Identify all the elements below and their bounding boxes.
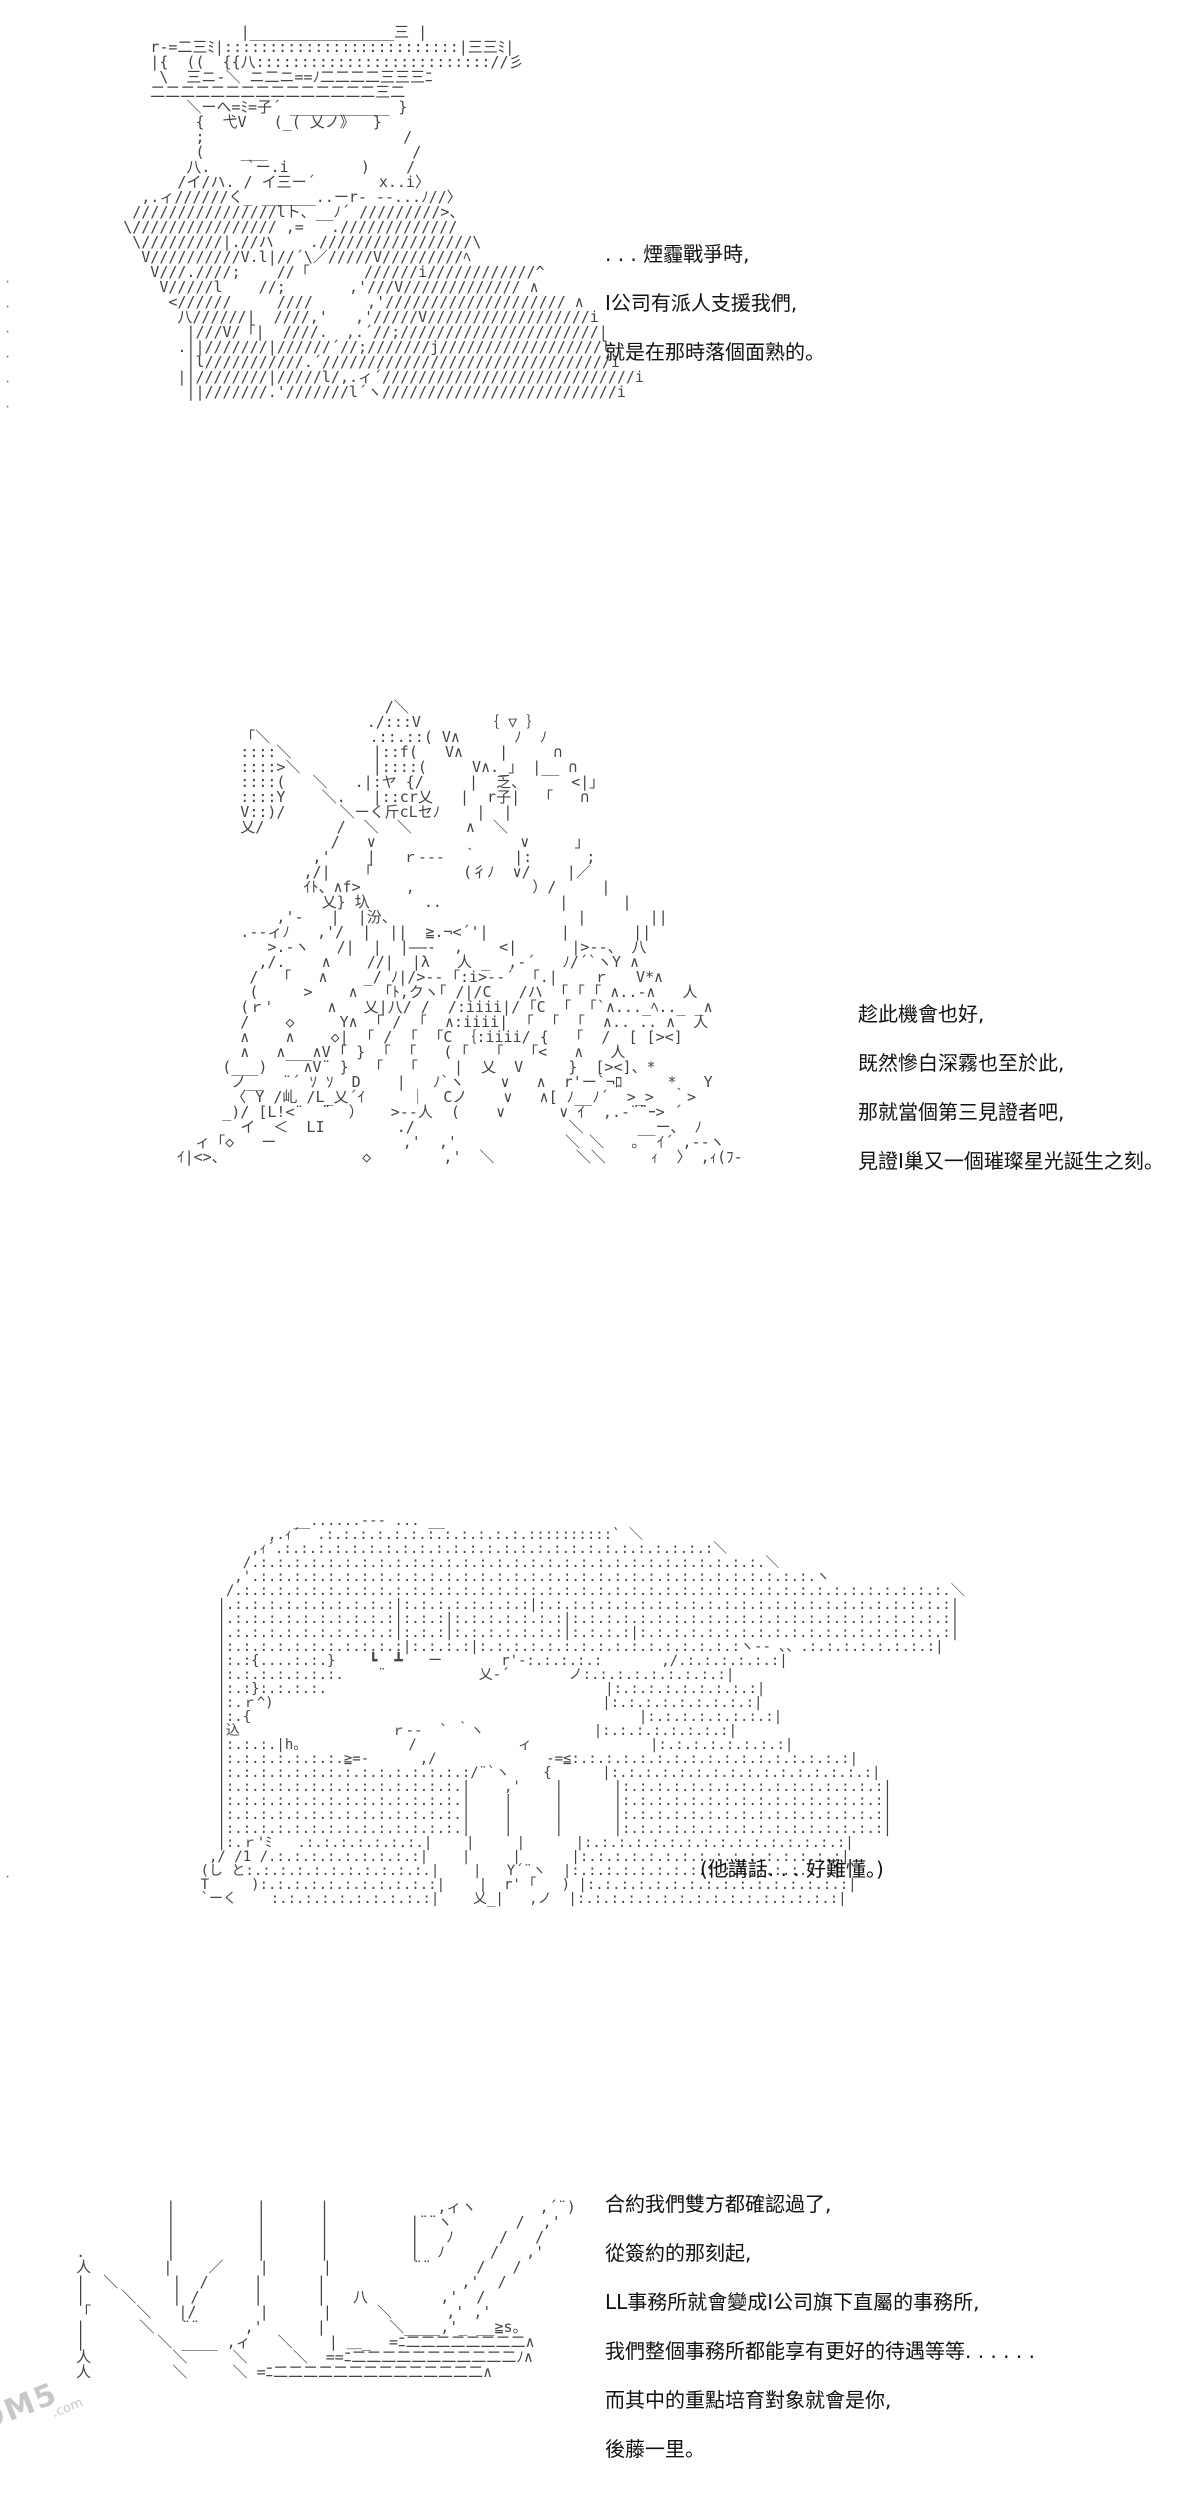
caption-line: LL事務所就會變成I公司旗下直屬的事務所, — [605, 2290, 980, 2314]
panel-3-ascii-art: __......--- ... __ ,.ｨ´ .:.:.:.:.:.:.:.:… — [200, 1513, 965, 1907]
caption-line: 那就當個第三見證者吧, — [858, 1100, 1065, 1124]
caption-line: 我們整個事務所都能享有更好的待遇等等. . . . . . — [605, 2339, 1035, 2363]
caption-line: 而其中的重點培育對象就會是你, — [605, 2388, 892, 2412]
panel-2: /＼ ./:::V ｛ ▽ ｝ 「＼ .::.::( V∧ ﾉ ﾉ ::::＼ … — [0, 660, 1200, 1480]
caption-line: (他講話. . . 好難懂。) — [700, 1857, 884, 1881]
panel-4-caption: 合約我們雙方都確認過了, 從簽約的那刻起, LL事務所就會變成I公司旗下直屬的事… — [605, 2180, 1035, 2474]
panel-2-caption: 趁此機會也好, 既然慘白深霧也至於此, 那就當個第三見證者吧, 見證I巢又一個璀… — [858, 990, 1164, 1186]
caption-line: 趁此機會也好, — [858, 1002, 985, 1026]
panel-1-caption: . . . 煙霾戰爭時, I公司有派人支援我們, 就是在那時落個面熟的。 — [605, 230, 825, 377]
margin-dots: · — [4, 1870, 12, 1884]
caption-line: 合約我們雙方都確認過了, — [605, 2192, 832, 2216]
panel-4: | | | ,ィヽ ,´¨) | | | |¨¨ヽ / ,' | | | | ﾉ… — [0, 2170, 1200, 2501]
panel-3: __......--- ... __ ,.ｨ´ .:.:.:.:.:.:.:.:… — [0, 1480, 1200, 2170]
panel-2-ascii-art: /＼ ./:::V ｛ ▽ ｝ 「＼ .::.::( V∧ ﾉ ﾉ ::::＼ … — [177, 698, 743, 1166]
margin-dots: · · · · · · — [4, 275, 12, 414]
caption-line: 從簽約的那刻起, — [605, 2241, 752, 2265]
caption-line: 就是在那時落個面熟的。 — [605, 340, 825, 364]
caption-line: 後藤一里。 — [605, 2437, 705, 2461]
caption-line: I公司有派人支援我們, — [605, 291, 798, 315]
caption-line: 既然慘白深霧也至於此, — [858, 1051, 1065, 1075]
caption-line: 見證I巢又一個璀璨星光誕生之刻。 — [858, 1149, 1164, 1173]
caption-line: . . . 煙霾戰爭時, — [605, 242, 750, 266]
panel-1-ascii-art: |________________三 | r-=二三ﾐ|::::::::::::… — [123, 23, 644, 401]
panel-1: |________________三 | r-=二三ﾐ|::::::::::::… — [0, 0, 1200, 660]
panel-4-ascii-art: | | | ,ィヽ ,´¨) | | | |¨¨ヽ / ,' | | | | ﾉ… — [76, 2198, 576, 2381]
panel-3-caption: (他講話. . . 好難懂。) — [700, 1845, 884, 1894]
